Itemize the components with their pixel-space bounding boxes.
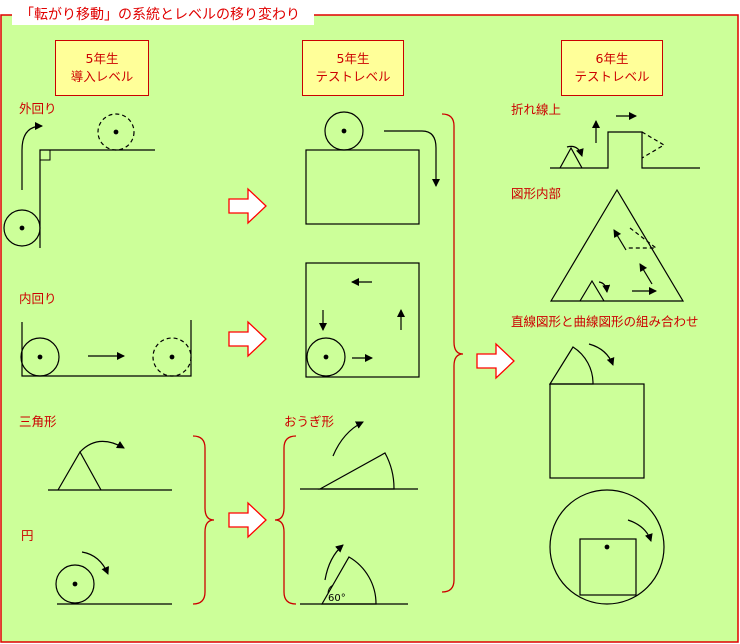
combo-circle-figure [549,489,665,605]
level-grade: 5年生 [336,51,370,66]
left-brace-col2 [274,435,297,605]
label-circle: 円 [21,528,34,543]
label-triangle: 三角形 [19,414,57,429]
level-box-g5-intro: 5年生 導入レベル [55,40,149,96]
label-inside-shape: 図形内部 [511,186,562,201]
label-sector: おうぎ形 [284,414,335,429]
label-outer-roll: 外回り [19,101,57,116]
level-grade: 5年生 [85,51,119,66]
level-name: テストレベル [315,69,391,84]
progress-arrow-inner [228,320,267,358]
level-name: テストレベル [574,69,650,84]
label-inner-roll: 内回り [19,291,57,306]
triangle-roll-figure [48,440,172,491]
progress-arrow-shapes [228,501,267,539]
diagram-title: 「転がり移動」の系統とレベルの移り変わり [12,5,314,25]
diagram-frame [0,14,739,643]
progress-arrow-outer [228,187,267,225]
sector-60-figure [300,544,408,605]
sector-roll-figure [300,421,418,490]
circle-roll-figure [55,551,172,605]
level-name: 導入レベル [70,69,134,84]
level-box-g6-test: 6年生 テストレベル [561,40,663,96]
right-brace-col1 [192,435,215,605]
level-grade: 6年生 [595,51,629,66]
level-box-g5-test: 5年生 テストレベル [302,40,404,96]
progress-arrow-grade6 [476,342,515,380]
outer-roll-figure [3,113,155,248]
label-polyline: 折れ線上 [511,102,562,117]
combo-square-figure [548,343,645,479]
inner-roll-figure [20,320,192,377]
angle-label: 60° [328,593,346,604]
test-outer-figure [305,111,440,225]
inside-triangle-figure [549,188,685,302]
test-inner-figure [305,262,420,378]
right-brace-col2 [441,113,464,593]
label-combination: 直線図形と曲線図形の組み合わせ [511,314,699,329]
polyline-roll-figure [550,112,700,169]
